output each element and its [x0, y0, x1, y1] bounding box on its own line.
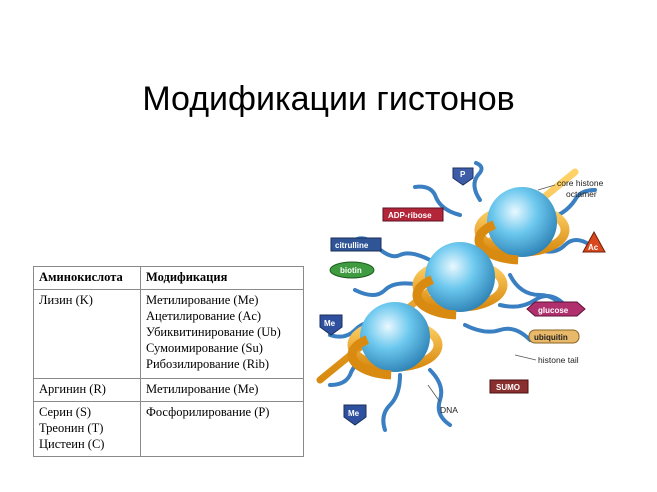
modification-name: Ацетилирование (Ac): [146, 309, 262, 323]
histone-tail: [463, 323, 532, 342]
pointer-line: [537, 184, 556, 191]
p-tag: P: [452, 167, 474, 186]
nucleosome-diagram: core histone octamer histone tail DNA P …: [316, 161, 606, 432]
ac-tag: Ac: [582, 230, 606, 253]
biotin-tag: biotin: [329, 261, 375, 279]
table-row: Аргинин (R) Метилирование (Me): [33, 378, 304, 402]
nucleosome-3: [474, 187, 570, 265]
amino-cell: Лизин (K): [33, 289, 141, 379]
histone-tail: [381, 373, 402, 432]
p-tag-label: P: [460, 170, 466, 179]
modifications-table: Аминокислота Модификация Лизин (K) Метил…: [33, 266, 304, 457]
glucose-tag: glucose: [526, 301, 586, 317]
histone-octamer: [360, 302, 430, 372]
amino-name: Серин (S): [39, 405, 92, 419]
modification-name: Метилирование (Me): [146, 382, 259, 396]
citrulline-label: citrulline: [335, 241, 369, 250]
histone-tail: [353, 281, 422, 297]
modification-name: Фосфорилирование (P): [146, 405, 270, 419]
amino-name: Треонин (T): [39, 421, 104, 435]
histone-octamer: [425, 242, 495, 312]
core-histone-label: core histone: [557, 178, 604, 188]
modification-name: Убиквитинирование (Ub): [146, 325, 281, 339]
column-header-modification: Модификация: [140, 266, 304, 290]
ubiquitin-tag: ubiquitin: [528, 329, 580, 344]
page-title: Модификации гистонов: [142, 80, 515, 118]
amino-name: Цистеин (C): [39, 437, 105, 451]
modification-name: Рибозилирование (Rib): [146, 357, 270, 371]
adp-ribose-tag: ADP-ribose: [382, 207, 444, 222]
glucose-label: glucose: [538, 306, 569, 315]
dna-label: DNA: [440, 405, 458, 415]
modification-cell: Метилирование (Me): [140, 378, 304, 402]
sumo-tag: SUMO: [489, 379, 529, 394]
histone-tail: [428, 368, 452, 427]
histone-tail-label: histone tail: [538, 355, 579, 365]
me-bottom-label: Me: [348, 409, 360, 418]
column-header-amino: Аминокислота: [33, 266, 141, 290]
amino-name: Аргинин (R): [39, 382, 106, 396]
adp-ribose-label: ADP-ribose: [388, 211, 432, 220]
pointer-line: [427, 384, 441, 403]
ubiquitin-label: ubiquitin: [534, 333, 568, 342]
histone-tail: [472, 161, 484, 202]
table-row: Серин (S) Треонин (T) Цистеин (C) Фосфор…: [33, 401, 304, 457]
amino-cell: Аргинин (R): [33, 378, 141, 402]
modification-name: Сумоимирование (Su): [146, 341, 263, 355]
table-row: Лизин (K) Метилирование (Me) Ацетилирова…: [33, 289, 304, 379]
ac-label: Ac: [588, 243, 599, 252]
amino-cell: Серин (S) Треонин (T) Цистеин (C): [33, 401, 141, 457]
nucleosome-2: [412, 242, 508, 320]
citrulline-tag: citrulline: [330, 237, 382, 252]
biotin-label: biotin: [340, 266, 362, 275]
me-bottom-tag: Me: [343, 404, 367, 426]
sumo-label: SUMO: [496, 383, 520, 392]
nucleosome-1: [347, 302, 443, 380]
octamer-label: octamer: [566, 189, 597, 199]
modification-cell: Метилирование (Me) Ацетилирование (Ac) У…: [140, 289, 304, 379]
amino-name: Лизин (K): [39, 293, 93, 307]
pointer-line: [514, 354, 537, 361]
table-header-row: Аминокислота Модификация: [33, 266, 304, 290]
histone-tail: [413, 184, 462, 217]
me-left-tag: Me: [319, 314, 343, 336]
modification-cell: Фосфорилирование (P): [140, 401, 304, 457]
modification-name: Метилирование (Me): [146, 293, 259, 307]
histone-octamer: [487, 187, 557, 257]
me-left-label: Me: [324, 319, 336, 328]
